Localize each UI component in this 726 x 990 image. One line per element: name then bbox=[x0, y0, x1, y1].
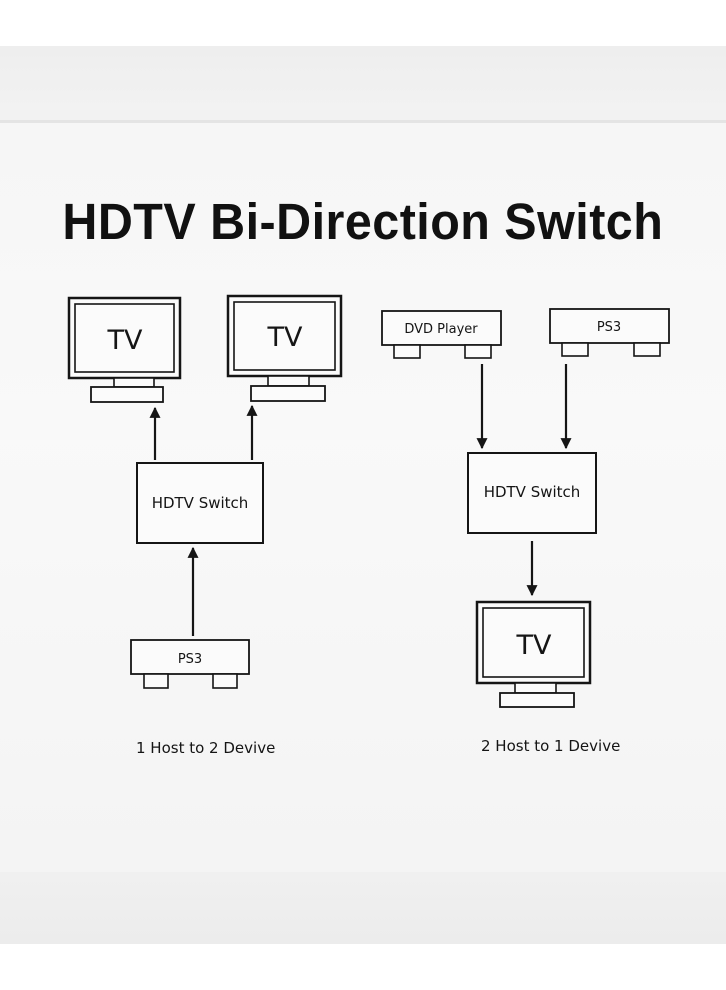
right-hdtv-switch-box: HDTV Switch bbox=[467, 452, 597, 534]
left-tv-2-label: TV bbox=[267, 322, 303, 353]
left-ps3-label: PS3 bbox=[178, 652, 202, 667]
dvd-player-label: DVD Player bbox=[404, 322, 478, 337]
diagram-sheet bbox=[0, 122, 726, 872]
left-tv-1-label: TV bbox=[107, 325, 143, 356]
background-band-bottom bbox=[0, 872, 726, 944]
right-ps3-label: PS3 bbox=[597, 320, 621, 335]
left-hdtv-switch-box: HDTV Switch bbox=[136, 462, 264, 544]
right-tv-icon: TV bbox=[475, 600, 592, 708]
right-tv-label: TV bbox=[516, 630, 552, 661]
dvd-player-icon: DVD Player bbox=[381, 310, 502, 359]
diagram-title: HDTV Bi-Direction Switch bbox=[62, 193, 664, 250]
right-diagram-caption: 2 Host to 1 Devive bbox=[481, 737, 621, 755]
background-band-top bbox=[0, 46, 726, 130]
sheet-edge bbox=[0, 120, 726, 123]
left-switch-label: HDTV Switch bbox=[152, 494, 249, 512]
right-switch-label: HDTV Switch bbox=[484, 483, 581, 501]
left-tv-2-icon: TV bbox=[226, 294, 343, 402]
right-ps3-console-icon: PS3 bbox=[549, 308, 670, 357]
left-ps3-console-icon: PS3 bbox=[130, 639, 250, 689]
left-tv-1-icon: TV bbox=[67, 296, 182, 403]
left-diagram-caption: 1 Host to 2 Devive bbox=[136, 739, 276, 757]
